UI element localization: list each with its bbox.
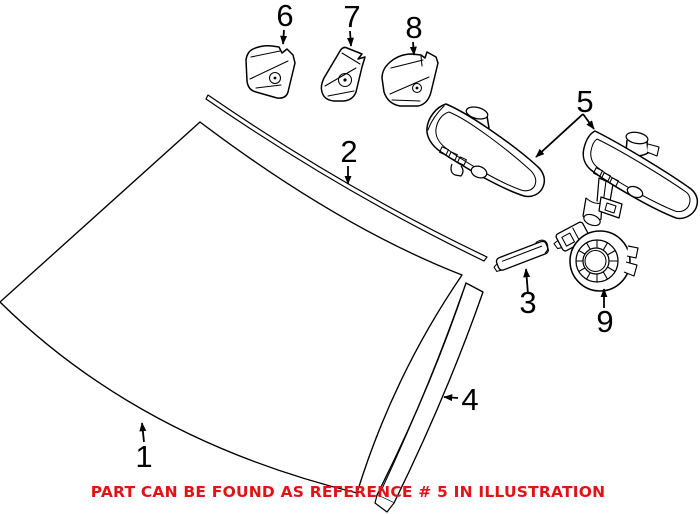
callout-5: 5 [576,84,593,119]
mirror-cover-right [381,51,439,107]
callout-4: 4 [461,382,478,417]
callout-9: 9 [596,304,613,339]
callout-6: 6 [276,0,293,33]
arrow-7 [346,30,354,47]
callout-7: 7 [343,0,360,34]
arrow-8 [409,41,417,56]
rain-light-sensor [553,221,639,292]
cover-clip [493,239,549,272]
arrow-3 [523,268,531,295]
reference-note: PART CAN BE FOUND AS REFERENCE # 5 IN IL… [91,483,606,501]
rearview-mirror-left [426,103,546,198]
upper-trim-strip [205,94,488,262]
arrow-5-right [582,113,595,130]
mirror-cover-left [245,45,296,99]
side-molding [374,282,484,513]
arrow-1 [139,422,147,443]
callout-1: 1 [135,439,152,474]
callout-2: 2 [340,134,357,169]
windshield-glass [0,121,463,494]
arrow-4 [443,394,459,402]
callout-numbers: 1 2 3 4 5 6 7 8 9 [135,0,613,474]
rearview-mirror-right [582,130,699,227]
mirror-cover-center [320,46,366,102]
callout-3: 3 [519,285,536,320]
callout-arrows [139,29,608,443]
arrow-6 [280,29,288,45]
arrow-5-left [535,113,584,158]
callout-8: 8 [405,10,422,45]
